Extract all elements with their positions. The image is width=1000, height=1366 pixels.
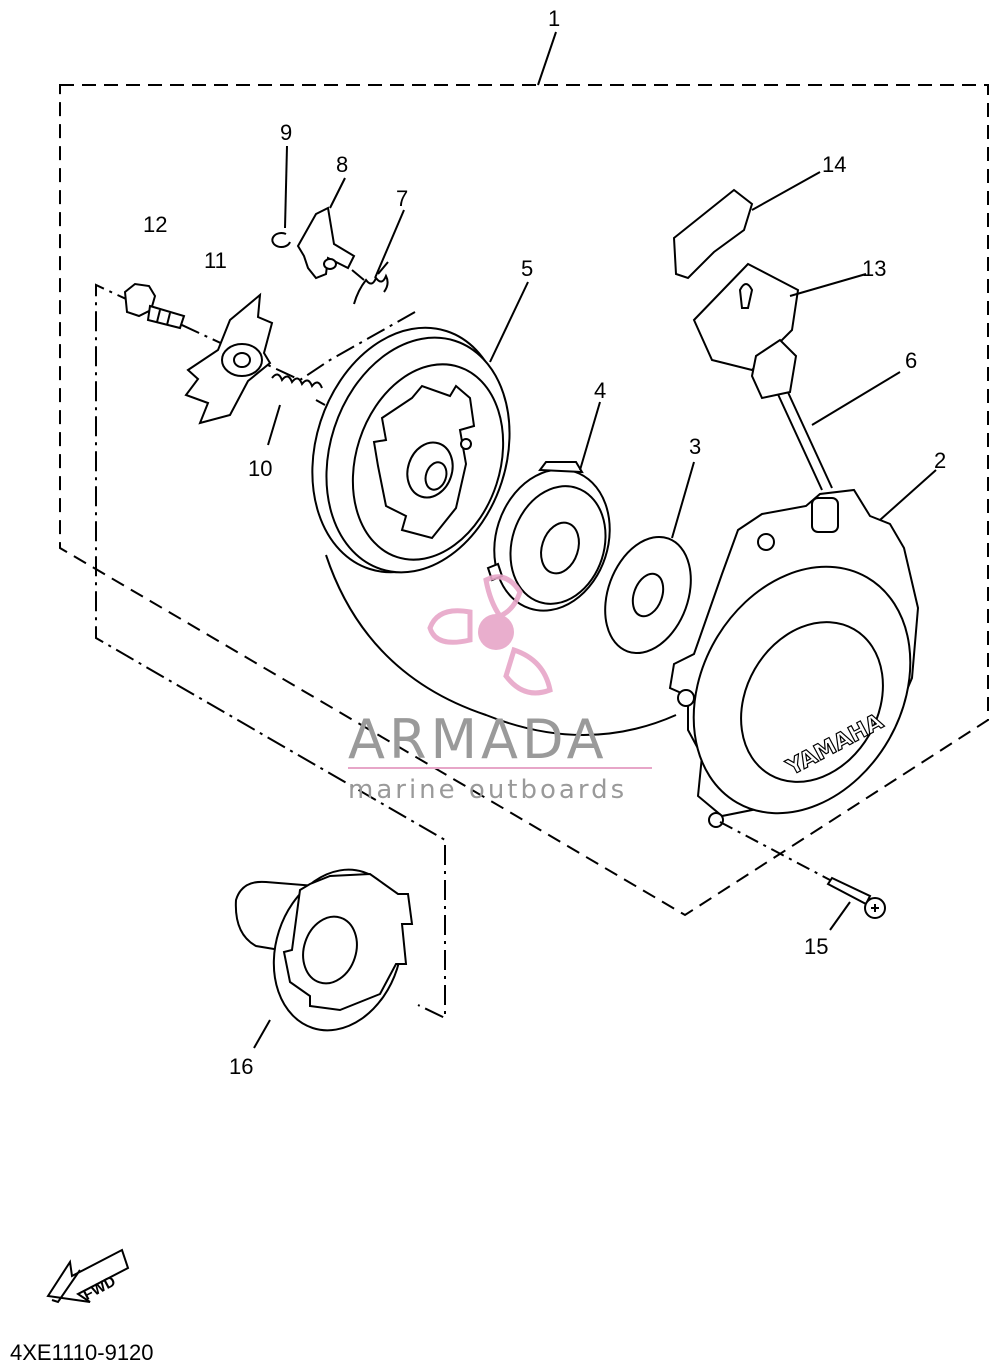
part-7-spring (351, 209, 405, 305)
callout-12: 12 (143, 212, 167, 237)
part-13-handle (692, 262, 867, 400)
part-5-reel (311, 281, 529, 574)
callout-2: 2 (934, 448, 946, 473)
callout-15-guide (719, 821, 831, 881)
part-16-drive-plate (234, 868, 414, 1049)
part-3-washer (604, 461, 695, 655)
part-8-pawl (296, 177, 356, 280)
part-11-friction-plate (184, 292, 274, 425)
callout-13: 13 (862, 256, 886, 281)
drawing-code: 4XE1110-9120 (10, 1340, 154, 1365)
callout-4: 4 (594, 378, 606, 403)
part-14-handle-insert (672, 171, 821, 280)
callout-16: 16 (229, 1054, 253, 1079)
callout-5: 5 (521, 256, 533, 281)
part-9-circlip (271, 145, 291, 248)
watermark-logo (427, 574, 553, 696)
rope-to-handle-b (785, 387, 833, 489)
callout-3: 3 (689, 434, 701, 459)
callout-6-leader (811, 371, 901, 426)
part-2-cover: YAMAHA (668, 469, 937, 828)
rope-to-handle (775, 389, 823, 491)
callout-8: 8 (336, 152, 348, 177)
watermark-title: ARMADA (348, 708, 608, 771)
callout-14: 14 (822, 152, 846, 177)
part-12-bolt (123, 282, 186, 330)
inner-group-outline (95, 283, 446, 1020)
watermark-subtitle: marine outboards (348, 775, 627, 805)
part-6-rope (325, 554, 677, 736)
callout-10: 10 (248, 456, 272, 481)
callout-1: 1 (548, 6, 560, 31)
assembly-1-outline (59, 84, 989, 917)
part-15-bolt (719, 821, 886, 931)
callout-7: 7 (396, 186, 408, 211)
part-10-spring (267, 373, 326, 446)
callout-11: 11 (204, 248, 227, 273)
callout-6: 6 (905, 348, 917, 373)
fwd-arrow-icon: FWD (46, 1248, 130, 1304)
callout-9: 9 (280, 120, 292, 145)
callout-1-leader (537, 31, 557, 86)
callout-15: 15 (804, 934, 828, 959)
part-4-spring-case (486, 401, 611, 612)
